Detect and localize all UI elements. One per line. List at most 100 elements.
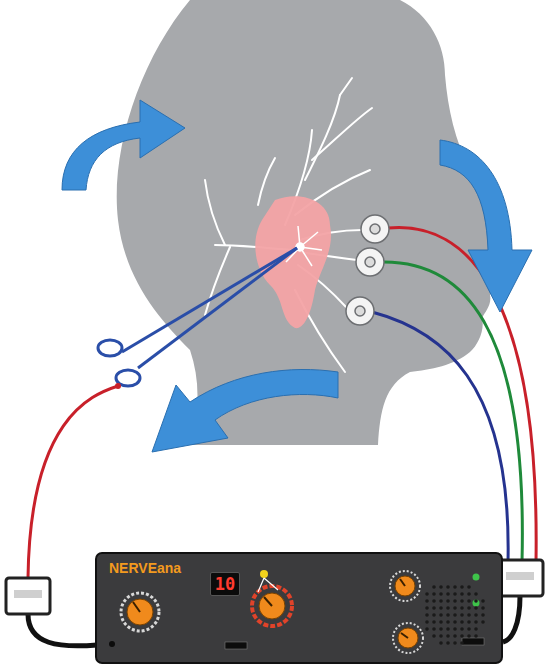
grille-hole bbox=[460, 592, 464, 596]
grille-hole bbox=[432, 620, 436, 624]
grille-hole bbox=[474, 634, 478, 638]
connector-label bbox=[14, 590, 42, 598]
grille-hole bbox=[481, 606, 485, 610]
grille-hole bbox=[460, 641, 464, 645]
grille-hole bbox=[432, 599, 436, 603]
grille-hole bbox=[446, 606, 450, 610]
status-led bbox=[260, 570, 268, 578]
grille-hole bbox=[460, 606, 464, 610]
push-button bbox=[225, 642, 247, 649]
bipolar-forceps bbox=[98, 248, 297, 386]
red-wire bbox=[388, 227, 536, 562]
green-wire bbox=[384, 262, 522, 562]
grille-hole bbox=[481, 599, 485, 603]
grille-hole bbox=[425, 627, 429, 631]
knob bbox=[252, 586, 292, 626]
electrode-center bbox=[365, 257, 375, 267]
knob bbox=[390, 571, 420, 601]
grille-hole bbox=[453, 606, 457, 610]
grille-hole bbox=[453, 592, 457, 596]
nerve-branch bbox=[340, 78, 352, 95]
grille-hole bbox=[453, 634, 457, 638]
grille-hole bbox=[467, 606, 471, 610]
electrode-center bbox=[370, 224, 380, 234]
indicator-line bbox=[264, 578, 278, 590]
grille-hole bbox=[446, 627, 450, 631]
grille-hole bbox=[439, 592, 443, 596]
grille-hole bbox=[460, 634, 464, 638]
power-led bbox=[473, 574, 480, 581]
connector-box bbox=[498, 560, 543, 596]
grille-hole bbox=[439, 606, 443, 610]
knob-pointer bbox=[133, 602, 140, 612]
grille-hole bbox=[453, 620, 457, 624]
grille-hole bbox=[467, 634, 471, 638]
grille-hole bbox=[439, 620, 443, 624]
grille-hole bbox=[432, 585, 436, 589]
cycle-arrows bbox=[62, 100, 532, 452]
electrode bbox=[361, 215, 389, 243]
knob-scale bbox=[390, 571, 420, 601]
knob-scale bbox=[393, 623, 423, 653]
nerve-branch bbox=[300, 230, 362, 240]
electrode bbox=[356, 248, 384, 276]
knob-scale bbox=[121, 593, 159, 631]
grille-hole bbox=[453, 599, 457, 603]
grille-hole bbox=[439, 613, 443, 617]
grille-hole bbox=[460, 613, 464, 617]
grille-hole bbox=[467, 627, 471, 631]
head-silhouette bbox=[117, 0, 503, 445]
grille-hole bbox=[467, 592, 471, 596]
grille-hole bbox=[453, 641, 457, 645]
grille-hole bbox=[425, 620, 429, 624]
spark-ray bbox=[300, 247, 312, 266]
grille-hole bbox=[453, 613, 457, 617]
grille-hole bbox=[460, 599, 464, 603]
grille-hole bbox=[439, 599, 443, 603]
grille-hole bbox=[432, 613, 436, 617]
push-button bbox=[462, 638, 484, 645]
grille-hole bbox=[474, 620, 478, 624]
nerve-branch bbox=[295, 170, 370, 215]
knob-pointer bbox=[400, 579, 405, 586]
grille-hole bbox=[432, 627, 436, 631]
grille-hole bbox=[474, 592, 478, 596]
nerve-branch bbox=[215, 245, 295, 250]
nerve-branch bbox=[285, 130, 312, 225]
grille-hole bbox=[446, 592, 450, 596]
spark-ray bbox=[300, 247, 322, 250]
grille-hole bbox=[432, 606, 436, 610]
electrode-center bbox=[355, 306, 365, 316]
grille-hole bbox=[453, 627, 457, 631]
knob-cap bbox=[398, 628, 418, 648]
display-value: 10 bbox=[211, 576, 239, 593]
grille-hole bbox=[432, 592, 436, 596]
knob-cap bbox=[259, 593, 285, 619]
grille-hole bbox=[446, 585, 450, 589]
grille-hole bbox=[439, 641, 443, 645]
grille-hole bbox=[481, 620, 485, 624]
forceps-ring bbox=[98, 340, 122, 356]
spark-ray bbox=[286, 247, 300, 262]
grille-hole bbox=[453, 585, 457, 589]
cycle-arrow bbox=[152, 370, 338, 452]
cable bbox=[503, 596, 520, 642]
jack bbox=[109, 641, 115, 647]
wire-clip bbox=[115, 383, 121, 389]
nerve-branch bbox=[205, 180, 225, 245]
knob-pointer bbox=[264, 597, 272, 606]
grille-hole bbox=[467, 599, 471, 603]
indicator-line bbox=[258, 578, 264, 592]
forceps-blade bbox=[138, 248, 297, 368]
forceps-ring bbox=[116, 370, 140, 386]
grille-hole bbox=[439, 627, 443, 631]
grille-hole bbox=[467, 585, 471, 589]
knob bbox=[121, 593, 159, 631]
cable bbox=[28, 614, 97, 646]
nerve-branch bbox=[205, 247, 230, 315]
electrode bbox=[346, 297, 374, 325]
grille-hole bbox=[432, 634, 436, 638]
grille-hole bbox=[474, 599, 478, 603]
